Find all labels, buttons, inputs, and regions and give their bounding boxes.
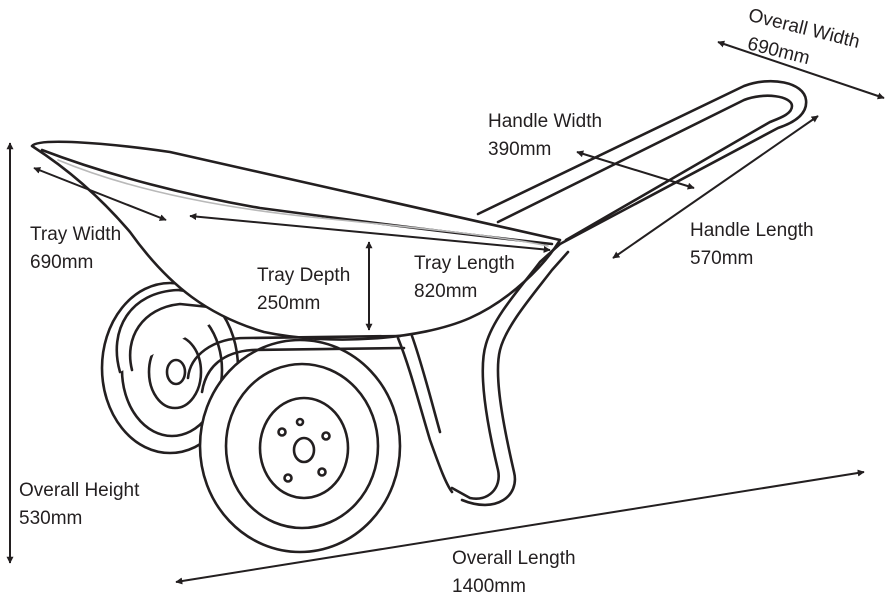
tray-width-name: Tray Width bbox=[30, 224, 122, 245]
overall-height-name: Overall Height bbox=[19, 480, 140, 501]
handle-width-name: Handle Width bbox=[488, 111, 603, 132]
overall-length-name: Overall Length bbox=[452, 548, 576, 569]
front-wheel bbox=[198, 338, 402, 554]
tray-length-name: Tray Length bbox=[414, 253, 515, 274]
overall-length-arrow bbox=[175, 469, 865, 585]
handle-length-value: 570mm bbox=[690, 248, 754, 269]
handle-width-label: Handle Width 390mm bbox=[488, 108, 602, 164]
tray-width-arrow bbox=[33, 167, 167, 221]
stand-leg bbox=[396, 336, 454, 494]
tray-length-value: 820mm bbox=[414, 281, 478, 302]
tray-width-label: Tray Width 690mm bbox=[30, 221, 121, 277]
tray-length-arrow bbox=[189, 213, 551, 253]
stand-leg-inner bbox=[410, 334, 442, 434]
tray-depth-value: 250mm bbox=[257, 293, 321, 314]
handle-length-name: Handle Length bbox=[690, 220, 814, 241]
overall-height-label: Overall Height 530mm bbox=[19, 477, 139, 533]
tray-length-label: Tray Length 820mm bbox=[414, 250, 515, 306]
wheel-frame-front-inner bbox=[200, 346, 406, 394]
handle-width-value: 390mm bbox=[488, 139, 552, 160]
tray-width-value: 690mm bbox=[30, 252, 94, 273]
handle-length-arrow bbox=[612, 115, 819, 259]
overall-height-value: 530mm bbox=[19, 508, 83, 529]
wheel-frame-rear-inner bbox=[128, 302, 260, 372]
handle-length-label: Handle Length 570mm bbox=[690, 217, 814, 273]
wheel-frame-front bbox=[186, 334, 402, 380]
dimension-arrows bbox=[6, 40, 885, 585]
tray-depth-label: Tray Depth 250mm bbox=[257, 262, 350, 318]
overall-length-value: 1400mm bbox=[452, 576, 526, 597]
tray-depth-name: Tray Depth bbox=[257, 265, 351, 286]
wheelbarrow-illustration bbox=[30, 79, 808, 554]
overall-width-arrow bbox=[717, 40, 885, 100]
overall-length-label: Overall Length 1400mm bbox=[452, 545, 576, 601]
